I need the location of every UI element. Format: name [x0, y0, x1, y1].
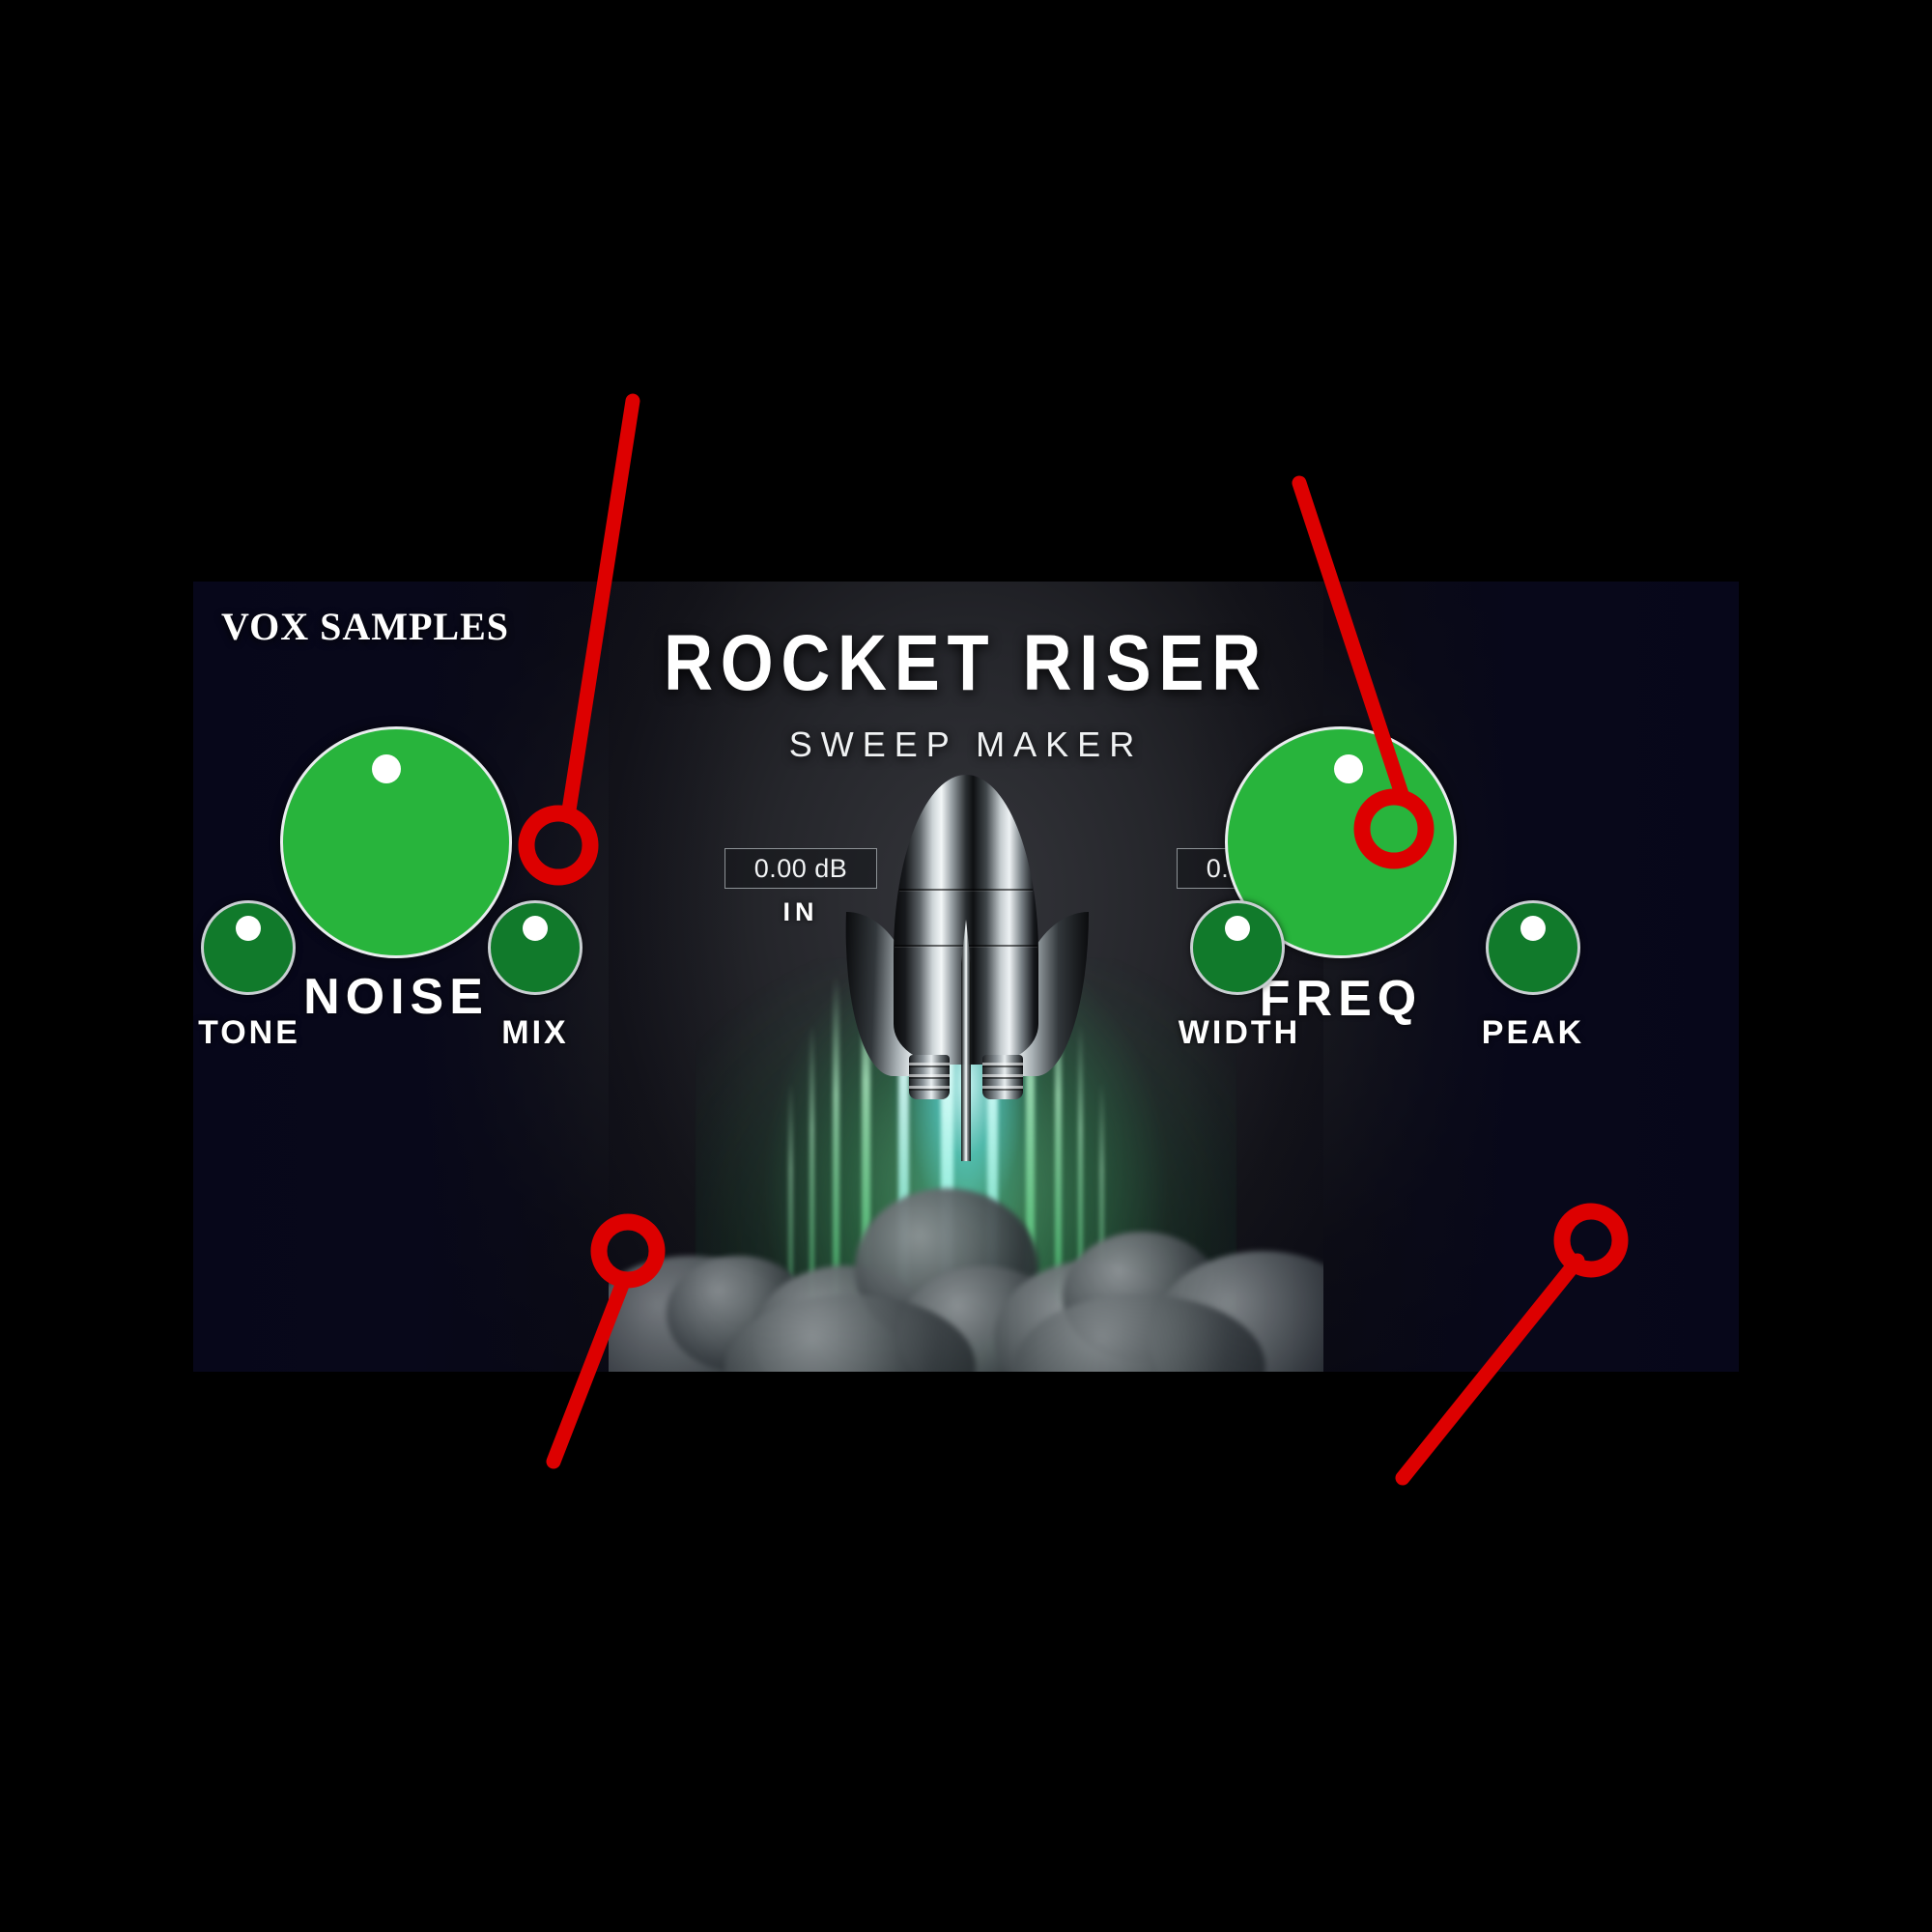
noise-knob-indicator: [372, 754, 401, 783]
width-knob[interactable]: [1190, 900, 1285, 995]
panel-side-vignette: [193, 582, 1739, 1372]
brand-logo: VOX SAMPLES: [221, 605, 510, 648]
mix-knob-label: MIX: [501, 1014, 569, 1051]
freq-knob-indicator: [1334, 754, 1363, 783]
tone-knob-indicator: [236, 916, 261, 941]
noise-knob[interactable]: [280, 726, 512, 958]
peak-knob-indicator: [1520, 916, 1546, 941]
tone-knob[interactable]: [201, 900, 296, 995]
mix-knob[interactable]: [488, 900, 582, 995]
tone-knob-label: TONE: [198, 1014, 300, 1051]
freq-knob-label: FREQ: [1259, 971, 1423, 1027]
mix-knob-indicator: [523, 916, 548, 941]
width-knob-indicator: [1225, 916, 1250, 941]
input-level-readout[interactable]: 0.00 dB: [724, 848, 877, 889]
noise-knob-label: NOISE: [303, 969, 489, 1025]
plugin-window: VOX SAMPLES ROCKET RISER SWEEP MAKER 0.0…: [193, 582, 1739, 1372]
input-meter-label: IN: [782, 897, 819, 926]
page-title: ROCKET RISER: [664, 619, 1268, 707]
width-knob-label: WIDTH: [1178, 1014, 1301, 1051]
input-meter: 0.00 dB IN: [724, 848, 877, 927]
peak-knob[interactable]: [1486, 900, 1580, 995]
peak-knob-label: PEAK: [1481, 1014, 1585, 1051]
page-subtitle: SWEEP MAKER: [788, 724, 1144, 764]
